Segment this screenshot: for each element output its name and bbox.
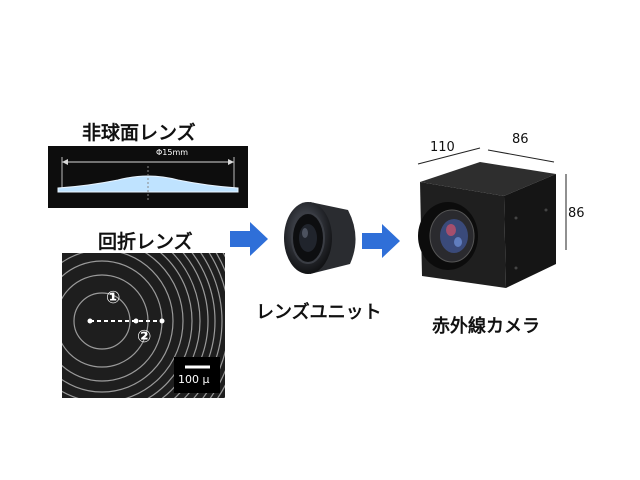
aspheric-lens-image: [48, 146, 248, 208]
diffractive-lens-image: [62, 253, 225, 398]
diffractive-lens-rings: [62, 253, 225, 398]
marker-2: ②: [137, 327, 152, 347]
infrared-camera-image: [417, 147, 567, 288]
camera-dim-width: 110: [430, 140, 455, 155]
scale-label: 100 μ: [178, 373, 210, 386]
camera-dim-depth: 86: [512, 132, 529, 147]
diameter-label: Φ15mm: [155, 148, 189, 157]
camera-title: 赤外線カメラ: [432, 316, 540, 337]
arrow-right-icon-2: [362, 224, 400, 258]
aspheric-lens-drawing: [48, 146, 248, 208]
arrow-right-icon: [230, 222, 268, 256]
lens-unit-title: レンズユニット: [256, 302, 382, 323]
marker-1: ①: [106, 288, 121, 308]
scale-bar-box: [174, 357, 220, 393]
lens-unit-image: [284, 202, 356, 274]
diffractive-lens-title: 回折レンズ: [98, 231, 193, 253]
aspheric-lens-title: 非球面レンズ: [82, 122, 196, 144]
camera-dim-height: 86: [568, 206, 585, 221]
